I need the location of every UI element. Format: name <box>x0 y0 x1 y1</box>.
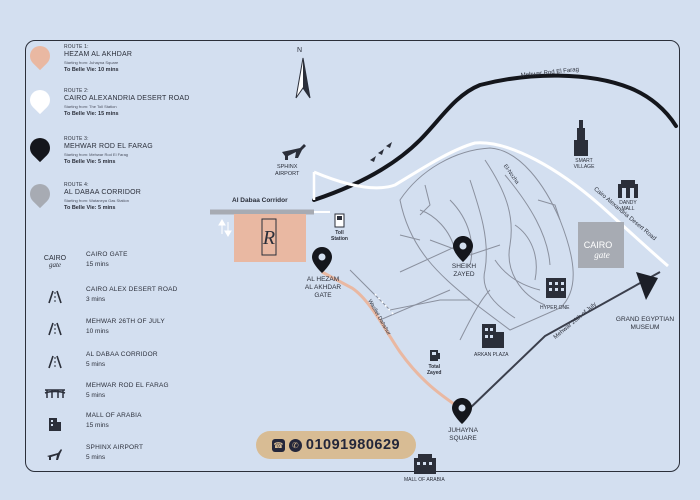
legend-destination: CAIRO ALEX DESERT ROAD 3 mins <box>20 284 200 312</box>
pin-juhayna-square <box>452 398 472 424</box>
destination-time: 10 mins <box>86 328 109 335</box>
destination-time: 15 mins <box>86 261 109 268</box>
destination-time: 5 mins <box>86 392 106 399</box>
legend-destination: AL DABAA CORRIDOR 5 mins <box>20 349 200 377</box>
hyper-one-icon <box>546 278 566 298</box>
legend-route-2: ROUTE 2:CAIRO ALEXANDRIA DESERT ROAD Star… <box>20 85 200 134</box>
label-hyper-one: HYPER ONE <box>540 305 570 311</box>
destination-time: 5 mins <box>86 454 106 461</box>
pin-hezam-gate <box>312 247 332 273</box>
destination-time: 5 mins <box>86 361 106 368</box>
airplane-icon <box>42 446 68 464</box>
planes-trio-icon <box>370 142 392 162</box>
road-icon <box>42 320 68 338</box>
route-to: To Belle Vie: 5 mins <box>64 159 116 165</box>
route-to: To Belle Vie: 15 mins <box>64 111 119 117</box>
route-number: ROUTE 2: <box>64 88 89 94</box>
route-mehwar-rod-el-farag <box>312 73 678 202</box>
destination-time: 15 mins <box>86 422 109 429</box>
legend-route-4: ROUTE 4:AL DABAA CORRIDOR Starting from: … <box>20 179 200 228</box>
label-cairo-gate-sub: gate <box>594 250 610 260</box>
arkan-plaza-icon <box>482 324 504 348</box>
road-icon <box>42 353 68 371</box>
whatsapp-icon: ✆ <box>288 438 302 452</box>
legend-route-1: ROUTE 1:HEZAM AL AKHDAR Starting from: Ju… <box>20 41 200 90</box>
label-al-dabaa-corridor: Al Dabaa Corridor <box>232 197 288 204</box>
road-mehwar-26-july <box>465 271 661 413</box>
route-color-swatch <box>25 41 55 71</box>
legend-destination: MEHWAR ROD EL FARAG 5 mins <box>20 380 200 408</box>
route-color-swatch <box>25 133 55 163</box>
route-number: ROUTE 1: <box>64 44 89 50</box>
compass-label: N <box>297 47 303 54</box>
phone-icon: ☎ <box>271 438 285 452</box>
building-icon <box>42 414 68 432</box>
compass-icon <box>295 57 311 99</box>
route-color-swatch <box>25 85 55 115</box>
destination-time: 3 mins <box>86 296 106 303</box>
road-icon <box>42 288 68 306</box>
route-from: Starting from: Mehwar Rod El Farag <box>64 152 129 157</box>
dandy-mall-icon <box>618 180 638 198</box>
mall-of-arabia-icon <box>414 454 436 474</box>
route-hezam-al-akhdar <box>321 270 464 412</box>
route-to: To Belle Vie: 10 mins <box>64 67 119 73</box>
smart-village-icon <box>574 120 588 156</box>
destination-name: CAIRO GATE <box>86 251 128 258</box>
toll-station-icon <box>334 213 345 228</box>
route-name: HEZAM AL AKHDAR <box>64 51 133 58</box>
legend-destination: MALL OF ARABIA 15 mins <box>20 410 200 438</box>
route-number: ROUTE 4: <box>64 182 89 188</box>
destination-name: AL DABAA CORRIDOR <box>86 351 158 358</box>
district-streets <box>349 147 574 341</box>
cairo-gate-area <box>578 222 624 268</box>
bridge-icon <box>42 384 68 402</box>
route-to: To Belle Vie: 5 mins <box>64 205 116 211</box>
label-mall-of-arabia: MALL OF ARABIA <box>404 477 445 483</box>
destination-name: CAIRO ALEX DESERT ROAD <box>86 286 178 293</box>
gas-station-icon <box>430 350 440 361</box>
label-wasllet-dahshur: Wasllet Dahshur <box>366 299 391 337</box>
belle-vie-logo: R <box>261 218 277 256</box>
label-cairo-gate-logo: CAIRO <box>584 240 613 250</box>
destination-name: SPHINX AIRPORT <box>86 444 144 451</box>
destination-name: MEHWAR 26TH OF JULY <box>86 318 165 325</box>
route-name: AL DABAA CORRIDOR <box>64 189 142 196</box>
svg-text:R: R <box>262 227 275 249</box>
legend-destination: MEHWAR 26TH OF JULY 10 mins <box>20 316 200 344</box>
route-name: MEHWAR ROD EL FARAG <box>64 143 153 150</box>
destination-name: MALL OF ARABIA <box>86 412 142 419</box>
destination-name: MEHWAR ROD EL FARAG <box>86 382 169 389</box>
map-frame <box>25 40 680 472</box>
label-arkan-plaza: ARKAN PLAZA <box>474 352 509 358</box>
route-from: Starting from: The Toll Station <box>64 104 117 109</box>
entry-arrows-icon <box>218 219 232 237</box>
airplane-icon <box>282 144 306 160</box>
phone-contact[interactable]: ☎ ✆ 01091980629 <box>256 431 416 459</box>
route-name: CAIRO ALEXANDRIA DESERT ROAD <box>64 95 190 102</box>
legend-destination: SPHINX AIRPORT 5 mins <box>20 442 200 470</box>
route-color-swatch <box>25 179 55 209</box>
route-from: Starting from: Juhayna Square <box>64 60 119 65</box>
pin-sheikh-zayed <box>453 236 473 262</box>
phone-number: 01091980629 <box>305 437 401 453</box>
gem-triangle-icon <box>636 272 658 300</box>
belle-vie-plot <box>234 214 306 262</box>
route-number: ROUTE 3: <box>64 136 89 142</box>
legend-route-3: ROUTE 3:MEHWAR ROD EL FARAG Starting from… <box>20 133 200 182</box>
route-from: Starting from: Wataneya Gas Station <box>64 198 129 203</box>
